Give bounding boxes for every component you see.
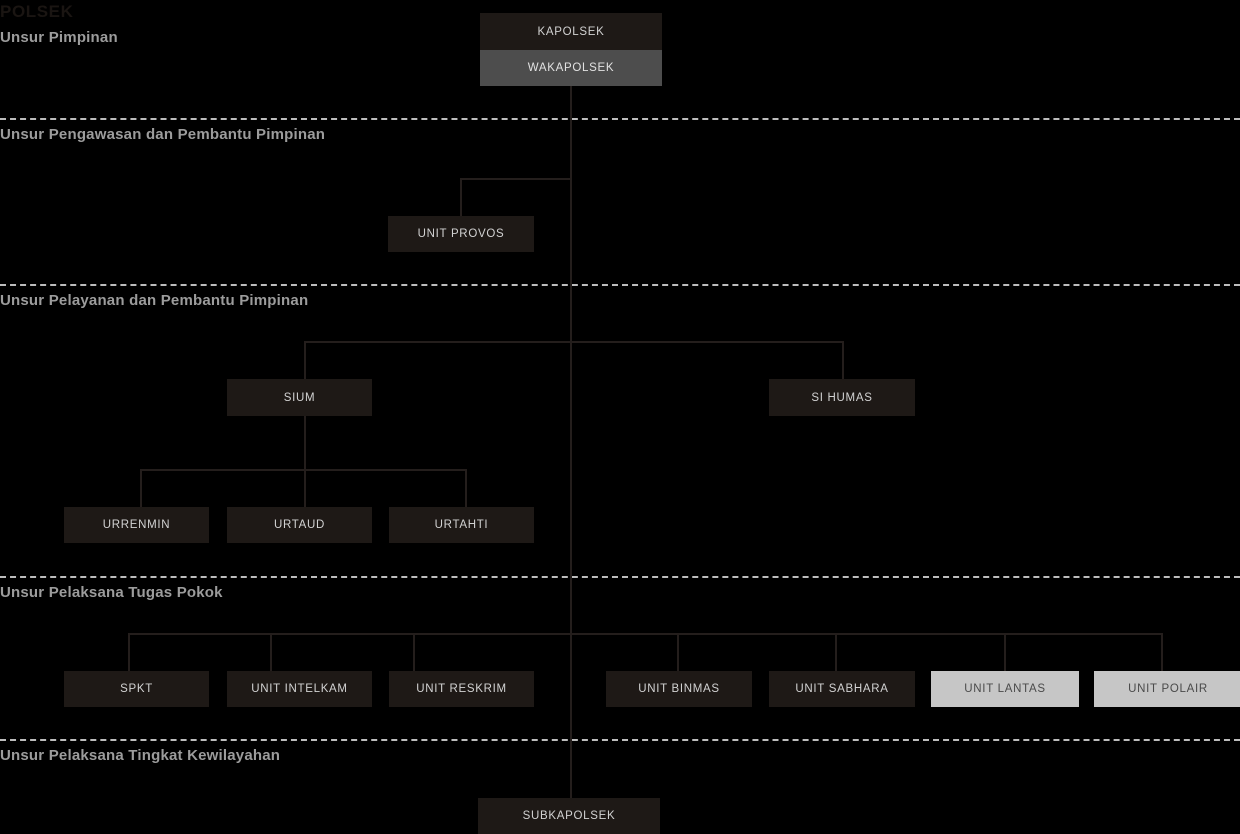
section-label-kewilayahan: Unsur Pelaksana Tingkat Kewilayahan: [0, 747, 281, 764]
node-unit-polair[interactable]: UNIT POLAIR: [1094, 671, 1240, 707]
node-spkt[interactable]: SPKT: [64, 671, 209, 707]
page-title: POLSEK: [0, 2, 74, 21]
node-wakapolsek[interactable]: WAKAPOLSEK: [480, 50, 662, 86]
section-divider-kewilayahan: [0, 739, 1240, 741]
node-unit-reskrim[interactable]: UNIT RESKRIM: [389, 671, 534, 707]
section-label-pimpinan: Unsur Pimpinan: [0, 29, 118, 46]
node-urrenmin[interactable]: URRENMIN: [64, 507, 209, 543]
section-label-tugas-pokok: Unsur Pelaksana Tugas Pokok: [0, 584, 223, 601]
connector-binmas-drop: [677, 633, 679, 671]
connector-polair-drop: [1161, 633, 1163, 671]
connector-lantas-drop: [1004, 633, 1006, 671]
connector-intelkam-drop: [270, 633, 272, 671]
connector-spkt-drop: [128, 633, 130, 671]
connector-sium-stem: [304, 416, 306, 469]
connector-main-spine: [570, 86, 572, 798]
connector-provos-drop: [460, 178, 462, 216]
connector-ur-horizontal: [140, 469, 467, 471]
section-divider-pengawasan: [0, 118, 1240, 120]
connector-provos-horizontal: [460, 178, 571, 180]
connector-urrenmin-drop: [140, 469, 142, 507]
connector-urtahti-drop: [465, 469, 467, 507]
section-divider-tugas-pokok: [0, 576, 1240, 578]
node-unit-sabhara[interactable]: UNIT SABHARA: [769, 671, 915, 707]
connector-sabhara-drop: [835, 633, 837, 671]
section-label-pengawasan: Unsur Pengawasan dan Pembantu Pimpinan: [0, 126, 326, 143]
node-unit-lantas[interactable]: UNIT LANTAS: [931, 671, 1079, 707]
node-sium[interactable]: SIUM: [227, 379, 372, 416]
connector-pelayanan-horizontal: [304, 341, 844, 343]
connector-tugas-pokok-horizontal: [128, 633, 1162, 635]
node-subkapolsek[interactable]: SUBKAPOLSEK: [478, 798, 660, 834]
connector-sihumas-drop: [842, 341, 844, 379]
node-unit-provos[interactable]: UNIT PROVOS: [388, 216, 534, 252]
node-unit-binmas[interactable]: UNIT BINMAS: [606, 671, 752, 707]
section-label-pelayanan: Unsur Pelayanan dan Pembantu Pimpinan: [0, 292, 309, 309]
node-urtaud[interactable]: URTAUD: [227, 507, 372, 543]
connector-reskrim-drop: [413, 633, 415, 671]
section-divider-pelayanan: [0, 284, 1240, 286]
node-urtahti[interactable]: URTAHTI: [389, 507, 534, 543]
node-si-humas[interactable]: SI HUMAS: [769, 379, 915, 416]
connector-sium-drop: [304, 341, 306, 379]
node-kapolsek[interactable]: KAPOLSEK: [480, 13, 662, 50]
connector-urtaud-drop: [304, 469, 306, 507]
node-unit-intelkam[interactable]: UNIT INTELKAM: [227, 671, 372, 707]
